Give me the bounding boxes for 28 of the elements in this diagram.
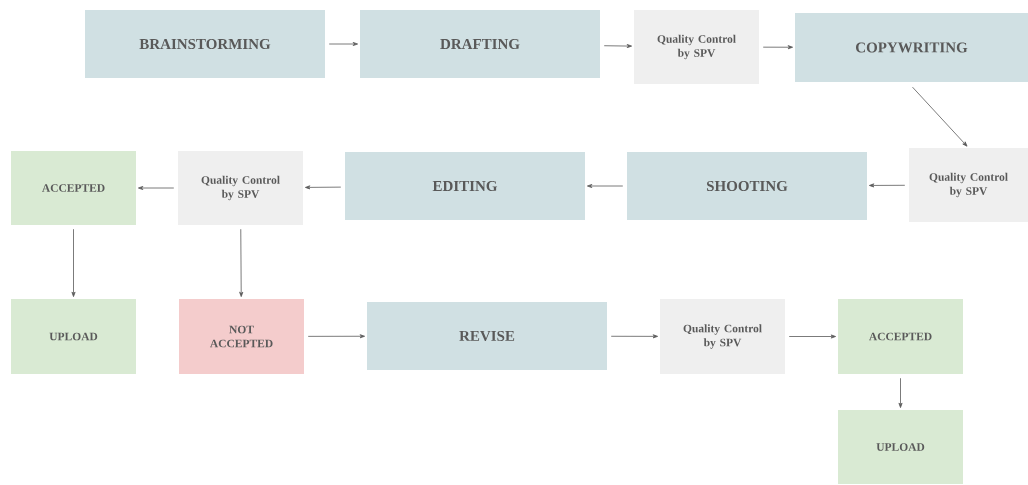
review-box: Quality Control by SPV [634,10,759,84]
stage-box: COPYWRITING [795,13,1028,82]
arrow [603,44,632,49]
stage-box: EDITING [345,152,585,220]
stage-box: SHOOTING [627,152,867,220]
stage-box: DRAFTING [360,10,600,78]
arrow [307,334,365,339]
review-box: Quality Control by SPV [909,148,1028,222]
stage-box: BRAINSTORMING [85,10,325,78]
arrow [898,377,903,408]
arrow [71,228,76,297]
arrow [138,186,175,190]
arrow [305,185,342,190]
arrow [788,334,836,339]
review-box: Quality Control by SPV [660,299,785,374]
arrow [610,334,658,339]
result-box: NOT ACCEPTED [179,299,304,374]
arrow [328,42,358,46]
arrow [869,183,906,188]
result-box: ACCEPTED [11,151,136,225]
result-box: UPLOAD [11,299,136,374]
result-box: UPLOAD [838,410,963,484]
stage-box: REVISE [367,302,607,370]
arrow [762,45,793,50]
arrow [587,184,624,188]
arrow [239,228,244,297]
review-box: Quality Control by SPV [178,151,303,225]
result-box: ACCEPTED [838,299,963,374]
